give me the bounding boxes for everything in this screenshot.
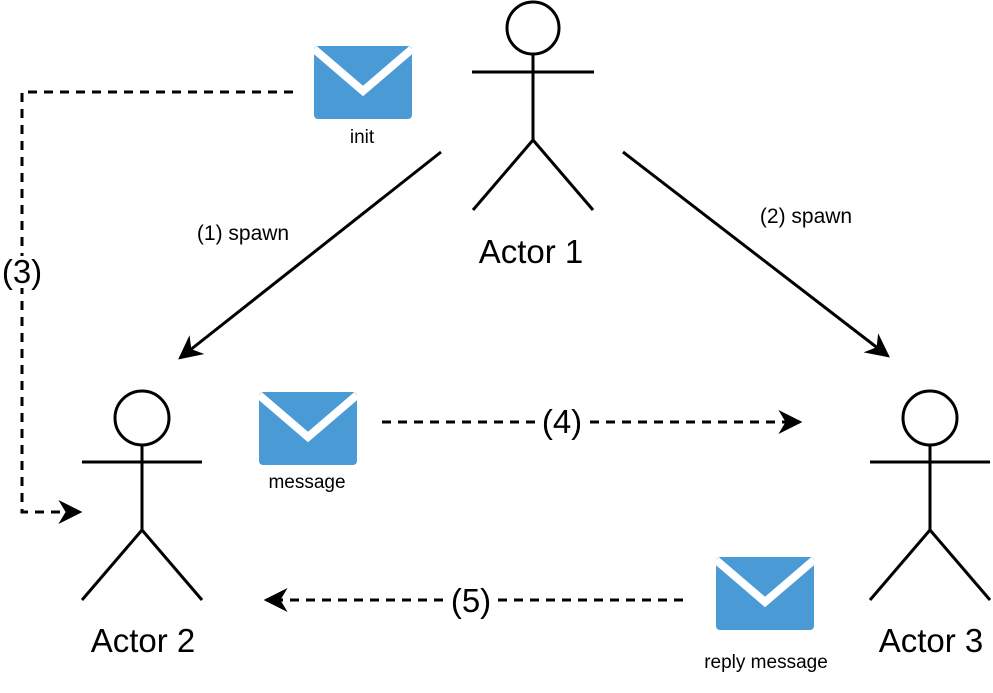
actor-1-stick-figure-icon: [471, 0, 595, 211]
reply-message[interactable]: reply message: [704, 556, 828, 673]
actor-2[interactable]: Actor 2: [80, 389, 204, 659]
spawn-2-label: (2) spawn: [760, 205, 852, 228]
step-4-label-bg: [540, 404, 586, 438]
message-envelope-icon: [256, 391, 360, 465]
init-message-label: init: [350, 127, 375, 148]
step-3-arrow: [20, 90, 293, 524]
reply-envelope-icon: [713, 556, 817, 630]
spawn-1-arrow: [178, 150, 442, 360]
spawn-1-edge[interactable]: (1) spawn: [178, 150, 442, 360]
actor-2-label: Actor 2: [91, 622, 196, 659]
spawn-2-arrow: [622, 150, 890, 358]
spawn-2-edge[interactable]: (2) spawn: [622, 150, 890, 358]
actor-2-stick-figure-icon: [80, 389, 204, 601]
actor-1-label: Actor 1: [479, 233, 584, 270]
message-item[interactable]: message: [256, 391, 360, 493]
reply-message-label: reply message: [704, 652, 828, 673]
init-message[interactable]: init: [311, 45, 415, 148]
actor-3[interactable]: Actor 3: [868, 389, 992, 659]
step-3-edge[interactable]: (3): [2, 90, 293, 524]
step-5-label-bg: [448, 583, 494, 617]
step-5-edge[interactable]: (5): [263, 582, 683, 619]
message-label: message: [268, 472, 345, 493]
actor-3-stick-figure-icon: [868, 389, 992, 601]
step-3-label-bg: [4, 256, 44, 288]
step-5-label: (5): [451, 582, 491, 619]
actor-1[interactable]: Actor 1: [471, 0, 595, 270]
step-3-label: (3): [2, 253, 42, 290]
init-envelope-icon: [311, 45, 415, 119]
step-4-label: (4): [542, 403, 582, 440]
spawn-1-label: (1) spawn: [197, 222, 289, 245]
step-4-edge[interactable]: (4): [382, 403, 803, 440]
actor-3-label: Actor 3: [879, 622, 984, 659]
